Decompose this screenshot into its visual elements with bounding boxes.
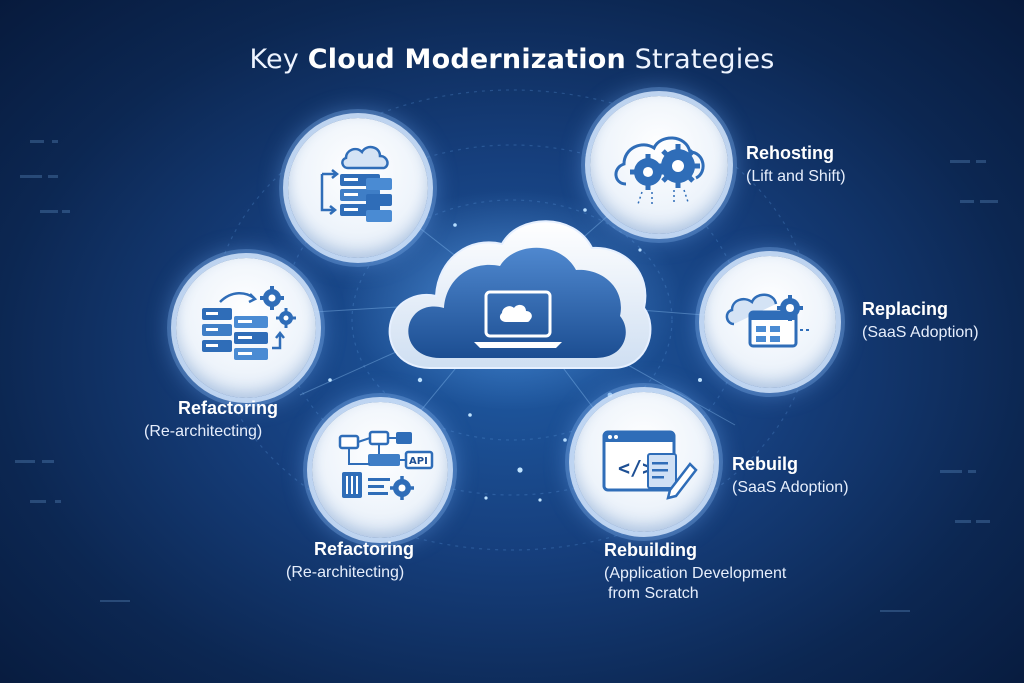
label-rebuilding: Rebuilding (Application Development from…: [604, 540, 786, 603]
label-title: Rebuilding: [604, 540, 697, 560]
label-subtitle: (Re-architecting): [144, 423, 263, 440]
center-cloud: [378, 208, 658, 376]
cloud-gears-icon: [614, 136, 705, 206]
label-title: Refactoring: [178, 398, 279, 418]
strategy-node-bottom-right: </>: [574, 392, 714, 532]
label-replacing: Replacing (SaaS Adoption): [862, 299, 979, 342]
cloud-migration-servers-icon: [320, 145, 392, 222]
page-title: Key Cloud Modernization Strategies: [249, 44, 775, 75]
label-subtitle: (SaaS Adoption): [862, 324, 979, 341]
label-subtitle: (Application Development: [604, 565, 787, 582]
label-title: Refactoring: [314, 539, 415, 559]
strategy-node-top-right: [590, 96, 728, 234]
label-subtitle: (Lift and Shift): [746, 168, 846, 185]
label-title: Rebuilg: [732, 454, 798, 474]
label-rebuilg: Rebuilg (SaaS Adoption): [732, 454, 849, 497]
label-subtitle: (Re-architecting): [286, 564, 405, 581]
cloud-app-window-icon: [725, 293, 812, 348]
strategy-node-left: [176, 258, 316, 398]
code-editor-icon: </>: [602, 430, 698, 500]
label-rehosting: Rehosting (Lift and Shift): [746, 143, 846, 186]
strategy-node-top-left: [288, 118, 428, 258]
label-refactoring-left: Refactoring (Re-architecting): [144, 398, 278, 441]
cloud-laptop-icon: [388, 220, 652, 369]
api-architecture-icon: API: [338, 430, 434, 500]
label-subtitle-line2: from Scratch: [608, 585, 699, 602]
strategy-node-right: [704, 256, 836, 388]
label-subtitle: (SaaS Adoption): [732, 479, 849, 496]
api-badge: API: [409, 456, 428, 467]
label-refactoring-lower: Refactoring (Re-architecting): [286, 539, 414, 582]
strategy-node-bottom-left: API: [312, 402, 448, 538]
label-title: Rehosting: [746, 143, 834, 163]
servers-gears-icon: [202, 286, 296, 360]
label-title: Replacing: [862, 299, 949, 319]
